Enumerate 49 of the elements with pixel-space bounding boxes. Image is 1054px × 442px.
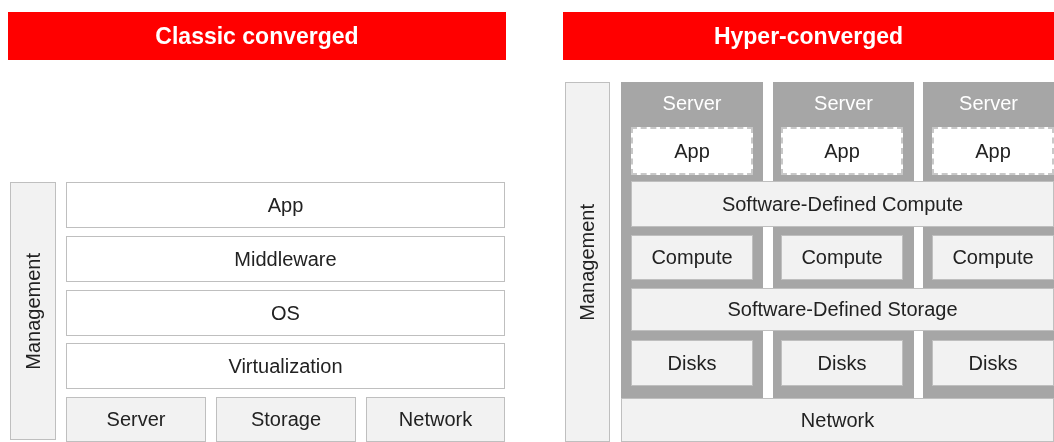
component-label: Disks <box>667 351 717 375</box>
component-label: Server <box>106 408 166 431</box>
component-label: Disks <box>817 351 867 375</box>
header-band <box>563 12 1054 60</box>
header-label: Hyper-converged <box>713 22 904 50</box>
component-box <box>66 397 206 442</box>
component-label: Storage <box>250 408 322 431</box>
layer-band <box>631 181 1054 227</box>
component-box <box>631 340 753 386</box>
layer-box <box>66 236 505 282</box>
layer-label: Software-Defined Storage <box>727 298 958 321</box>
app-label: App <box>674 139 710 163</box>
component-label: Network <box>398 408 473 431</box>
component-box <box>366 397 505 442</box>
component-label: Compute <box>651 246 733 269</box>
app-label: App <box>824 139 860 163</box>
panel-label: Management <box>576 203 599 321</box>
layer-label: Network <box>800 408 875 432</box>
layer-box <box>66 343 505 389</box>
component-box <box>781 340 903 386</box>
component-label: Disks <box>968 351 1018 375</box>
component-box <box>216 397 356 442</box>
panel-label: Management <box>21 252 45 370</box>
layer-label: Virtualization <box>228 354 343 378</box>
app-box <box>781 127 903 175</box>
layer-band <box>621 398 1054 442</box>
component-box <box>932 340 1054 386</box>
app-label: App <box>975 139 1011 163</box>
layer-label: Software-Defined Compute <box>721 192 964 216</box>
layer-box <box>66 290 505 336</box>
layer-label: Middleware <box>234 247 337 271</box>
layer-label: App <box>267 193 304 217</box>
component-box <box>631 235 753 280</box>
layer-label: OS <box>271 301 300 325</box>
component-label: Compute <box>952 246 1034 269</box>
column-label: Server <box>814 92 873 115</box>
header-label: Classic converged <box>155 22 359 50</box>
column-label: Server <box>959 92 1018 115</box>
app-box <box>631 127 753 175</box>
component-box <box>932 235 1054 280</box>
side-panel <box>10 182 56 440</box>
header-band <box>8 12 506 60</box>
component-label: Compute <box>801 246 883 269</box>
side-panel <box>565 82 610 442</box>
app-box <box>932 127 1054 175</box>
layer-band <box>631 288 1054 331</box>
column-label: Server <box>662 92 722 115</box>
layer-box <box>66 182 505 228</box>
component-box <box>781 235 903 280</box>
